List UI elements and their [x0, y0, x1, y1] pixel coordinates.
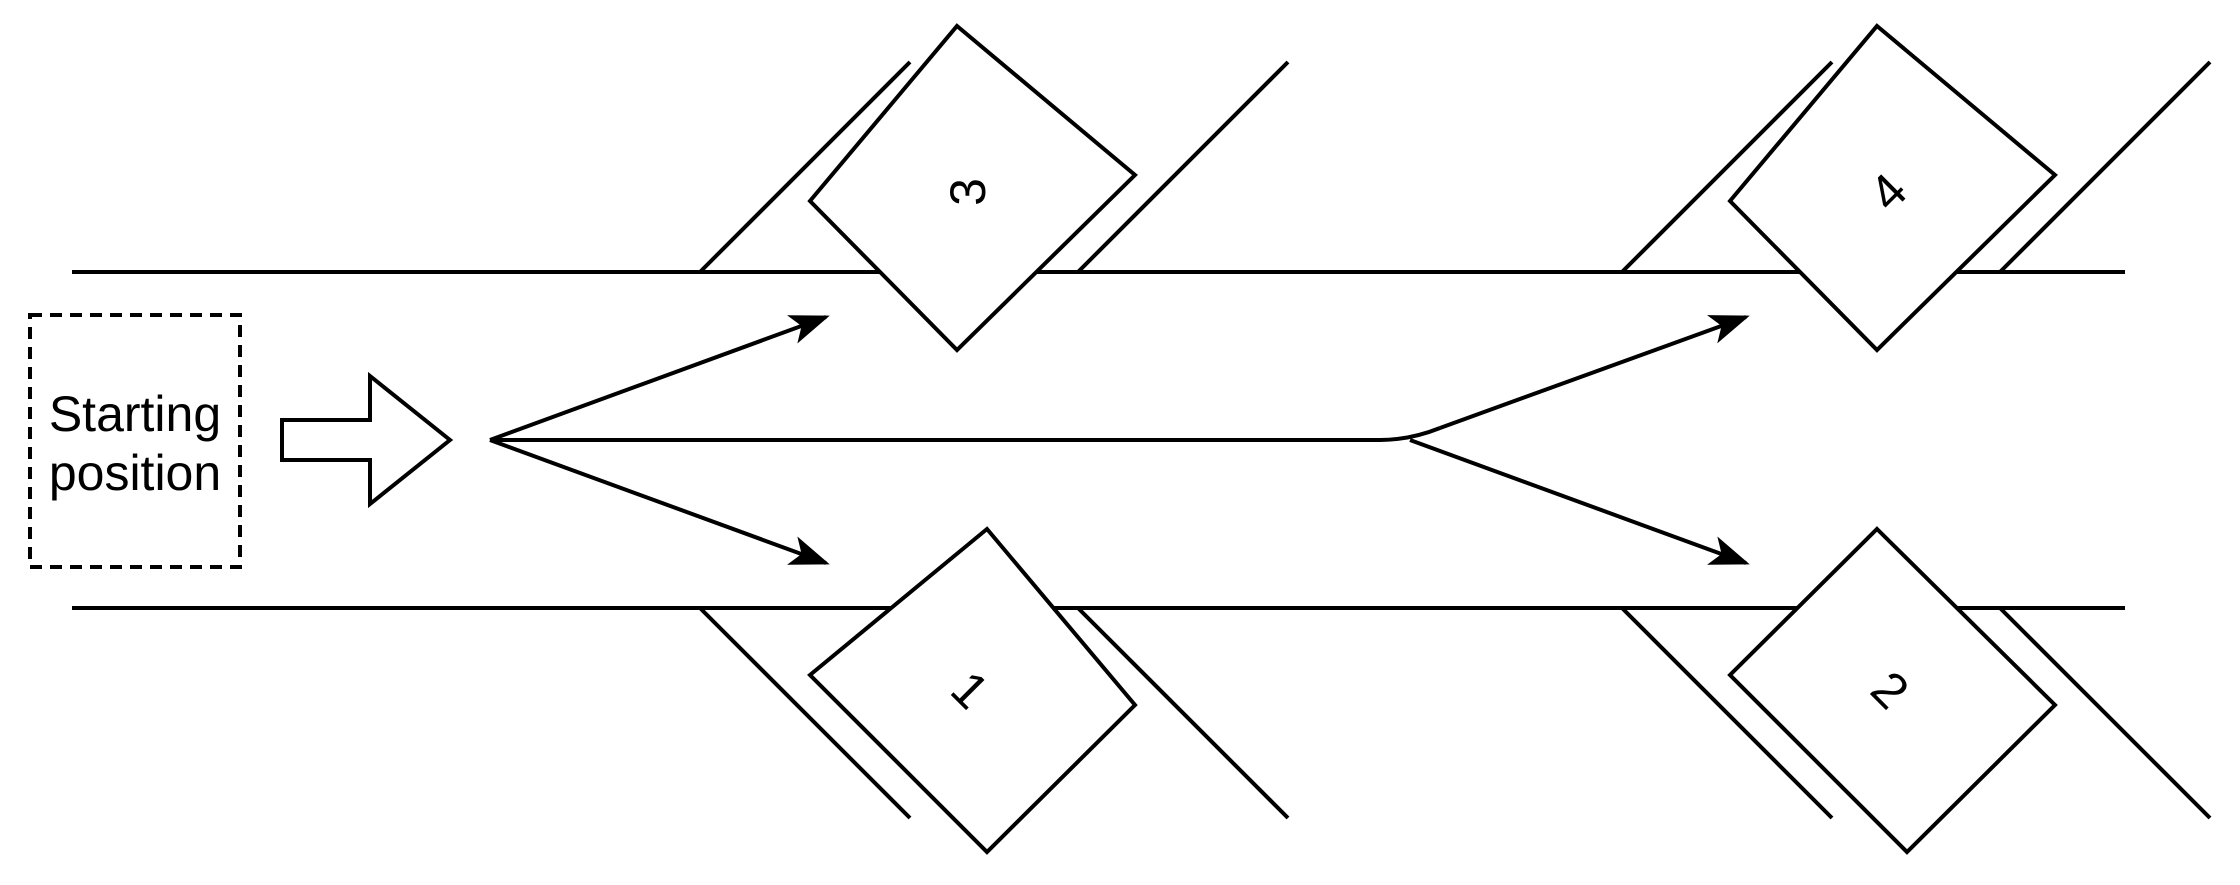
room-3-label: 3 — [940, 178, 996, 206]
route-arrow-to-4 — [1439, 315, 1750, 430]
room-3-box: 3 — [807, 23, 1138, 353]
starting-position-box: Starting position — [28, 313, 242, 569]
room-1-box: 1 — [807, 526, 1138, 855]
route-main-path — [490, 426, 1441, 442]
arm-walls-3 — [698, 60, 1290, 274]
room-4-box: 4 — [1727, 23, 2058, 353]
arm-walls-2 — [1620, 606, 2212, 820]
room-2-box: 2 — [1727, 526, 2058, 855]
route-arrow-to-2 — [1409, 438, 1750, 565]
route-arrow-to-1 — [489, 438, 830, 565]
start-arrow-icon — [280, 371, 454, 509]
arm-walls-4 — [1620, 60, 2212, 274]
arm-walls-1 — [698, 606, 1290, 820]
route-arrow-to-3 — [489, 315, 830, 442]
starting-position-label-line1: Starting — [49, 386, 221, 442]
starting-position-label-line2: position — [49, 445, 221, 501]
